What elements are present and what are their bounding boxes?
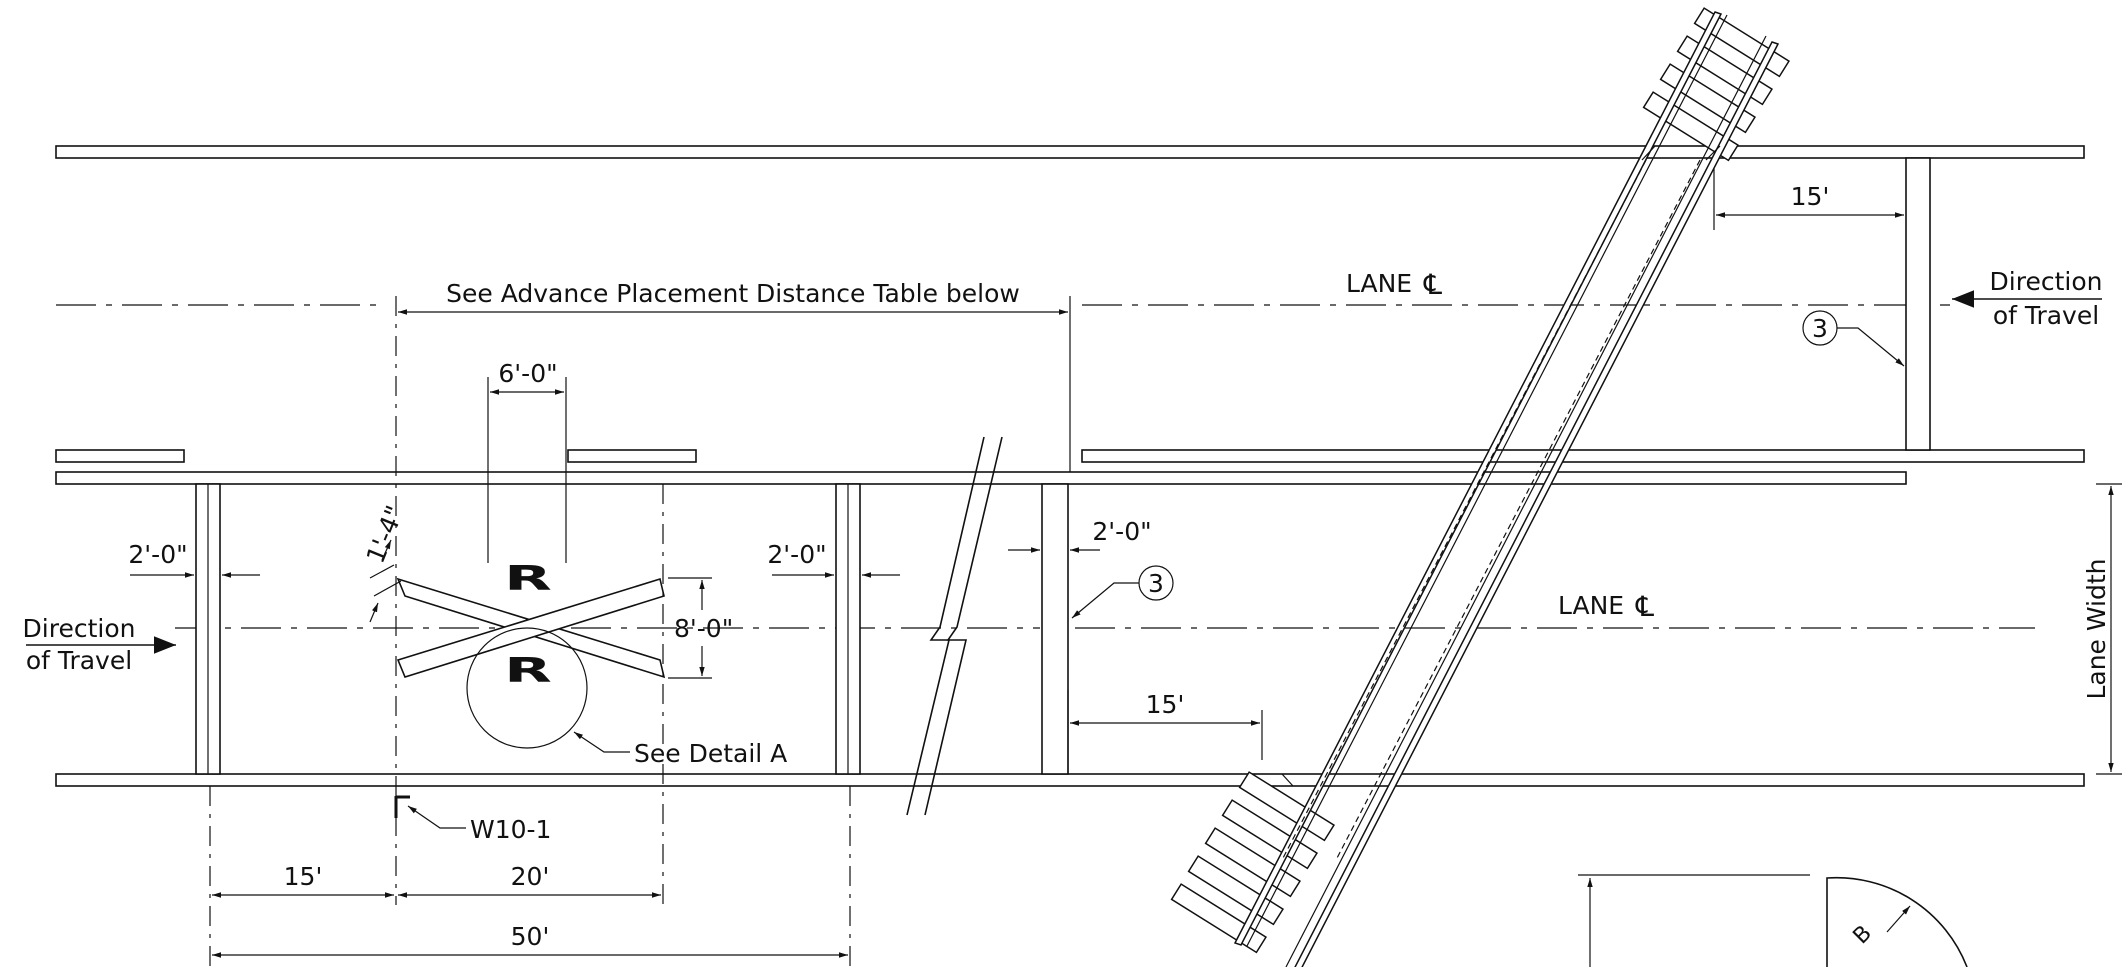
detail-a-circle xyxy=(466,627,588,749)
break-line xyxy=(906,436,1003,816)
dim-15-bottom: 15' xyxy=(284,862,323,891)
upper-road-bottom-edge-left xyxy=(55,449,185,463)
dim-2-0-right: 2'-0" xyxy=(1092,517,1151,546)
dim-2-0-left: 2'-0" xyxy=(128,540,187,569)
dim-15-mid: 15' xyxy=(1146,690,1185,719)
rail-ties-upper xyxy=(1642,7,1790,162)
w10-1-label: W10-1 xyxy=(470,815,551,844)
dimensions: See Advance Placement Distance Table bel… xyxy=(128,182,2122,967)
cl-symbol-top: ℄ xyxy=(1423,268,1442,301)
dim-20: 20' xyxy=(511,862,550,891)
callout-3-lower-text: 3 xyxy=(1148,569,1164,598)
dim-6-0: 6'-0" xyxy=(498,359,557,388)
w10-1-sign: W10-1 xyxy=(394,795,551,844)
direction-right-line1: Direction xyxy=(1990,267,2103,296)
letter-r-lower: R xyxy=(504,651,552,691)
direction-of-travel-left: Direction of Travel xyxy=(23,614,176,675)
median-edge xyxy=(55,471,1907,485)
upper-road-bottom-edge-mid xyxy=(567,449,697,463)
upper-road-top-edge xyxy=(55,145,2085,159)
dim-15-top: 15' xyxy=(1791,182,1830,211)
marking-r-bottom: R xyxy=(504,651,552,691)
marking-r-top: R xyxy=(504,559,552,599)
dim-1-4: 1'-4" xyxy=(361,501,410,567)
stop-line-upper xyxy=(1905,157,1931,451)
dim-8-0: 8'-0" xyxy=(674,614,733,643)
direction-of-travel-right: Direction of Travel xyxy=(1952,267,2102,330)
direction-right-line2: of Travel xyxy=(1993,301,2099,330)
lane-centerline-labels: LANE ℄ LANE ℄ xyxy=(1346,268,1654,623)
lower-road-bottom-edge xyxy=(55,773,2085,787)
dim-2-0-mid: 2'-0" xyxy=(767,540,826,569)
direction-left-line1: Direction xyxy=(23,614,136,643)
detail-b-label: B xyxy=(1849,921,1877,949)
callout-3-upper-text: 3 xyxy=(1812,314,1828,343)
lower-roadway xyxy=(55,471,2085,787)
direction-left-line2: of Travel xyxy=(26,646,132,675)
dim-50: 50' xyxy=(511,922,550,951)
stop-line-lower xyxy=(1041,483,1069,775)
callout-3-lower: 3 xyxy=(1071,565,1174,619)
letter-r-upper: R xyxy=(504,559,552,599)
rails xyxy=(1233,11,1780,967)
see-detail-a-leader: See Detail A xyxy=(573,731,787,768)
transverse-lines xyxy=(195,157,1931,775)
lane-label-bottom: LANE xyxy=(1558,591,1624,620)
callout-3-upper: 3 xyxy=(1802,310,1905,367)
lane-width-label: Lane Width xyxy=(2082,558,2111,699)
upper-roadway xyxy=(55,145,2085,463)
upper-road-bottom-edge-right xyxy=(1081,449,2085,463)
rxr-symbol: R R xyxy=(396,559,666,749)
lane-label-top: LANE xyxy=(1346,269,1412,298)
extension-lines xyxy=(209,168,1810,967)
advance-placement-label: See Advance Placement Distance Table bel… xyxy=(446,279,1020,308)
see-detail-a-label: See Detail A xyxy=(634,739,787,768)
railroad-tracks xyxy=(1170,7,1790,967)
cl-symbol-bottom: ℄ xyxy=(1635,590,1654,623)
detail-b-partial: B xyxy=(1826,876,1968,967)
